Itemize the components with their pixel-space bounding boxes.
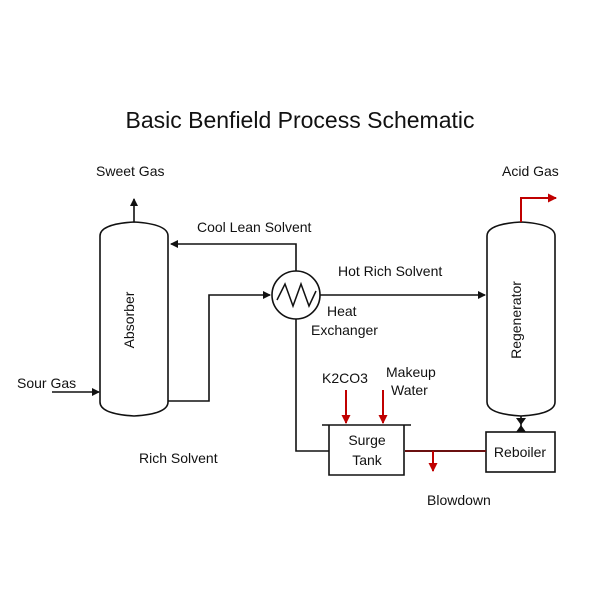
surge-tank: Surge Tank <box>322 424 411 476</box>
reboiler-label: Reboiler <box>494 444 546 460</box>
k2co3-feed: K2CO3 <box>322 370 368 424</box>
regenerator-label: Regenerator <box>508 281 524 359</box>
regenerator-reboiler-link <box>516 416 526 432</box>
rich-solvent-stream: Rich Solvent <box>139 291 271 466</box>
blowdown-label: Blowdown <box>427 492 491 508</box>
absorber-label: Absorber <box>121 291 137 348</box>
heat-exchanger-label-2: Exchanger <box>311 322 378 338</box>
sour-gas-label: Sour Gas <box>17 375 76 391</box>
sweet-gas-label: Sweet Gas <box>96 163 164 179</box>
acid-gas-label: Acid Gas <box>502 163 559 179</box>
lean-return-line <box>295 319 329 452</box>
hot-rich-solvent-stream: Hot Rich Solvent <box>320 263 486 299</box>
cool-lean-solvent-stream: Cool Lean Solvent <box>170 219 312 272</box>
blowdown-stream: Blowdown <box>427 451 491 508</box>
regenerator-vessel: Regenerator <box>486 221 556 417</box>
heat-exchanger-label-1: Heat <box>327 303 357 319</box>
cool-lean-solvent-label: Cool Lean Solvent <box>197 219 312 235</box>
makeup-water-feed: Makeup Water <box>378 364 436 424</box>
k2co3-label: K2CO3 <box>322 370 368 386</box>
reboiler: Reboiler <box>485 431 556 473</box>
acid-gas-stream: Acid Gas <box>502 163 559 222</box>
surge-tank-label-2: Tank <box>352 452 383 468</box>
surge-tank-label-1: Surge <box>348 432 386 448</box>
absorber-vessel: Absorber <box>99 221 169 417</box>
diagram-title: Basic Benfield Process Schematic <box>125 107 475 133</box>
sweet-gas-stream: Sweet Gas <box>96 163 164 222</box>
makeup-label-2: Water <box>391 382 428 398</box>
heat-exchanger: Heat Exchanger <box>271 270 378 338</box>
rich-solvent-label: Rich Solvent <box>139 450 218 466</box>
makeup-label-1: Makeup <box>386 364 436 380</box>
sour-gas-stream: Sour Gas <box>17 375 100 396</box>
hot-rich-solvent-label: Hot Rich Solvent <box>338 263 442 279</box>
